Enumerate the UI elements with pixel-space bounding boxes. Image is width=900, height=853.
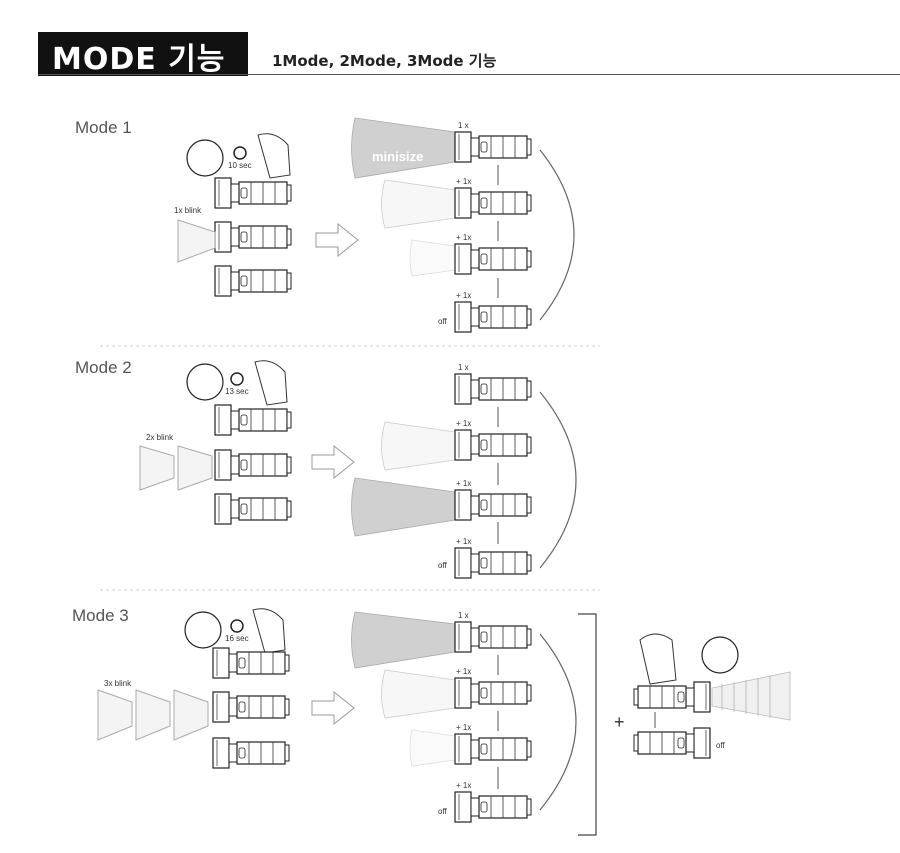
hand-icon [254, 360, 288, 406]
clock-icon [233, 146, 247, 160]
mode-1-blink: 1x blink [174, 206, 202, 215]
step-next: + 1x [456, 781, 471, 790]
step-off: off [438, 807, 448, 816]
step-next: + 1x [456, 479, 471, 488]
clock-icon [230, 372, 244, 386]
strobe-beam-icon [711, 671, 791, 721]
clock-icon [230, 619, 244, 633]
beam-mid-icon [381, 669, 456, 719]
beam-high-icon [351, 117, 456, 179]
mode-2-timer: 13 sec [225, 387, 249, 396]
page-subtitle: 1Mode, 2Mode, 3Mode 기능 [272, 52, 497, 70]
flashlight-icon [454, 187, 532, 219]
flashlight-icon [454, 243, 532, 275]
flashlight-icon [633, 727, 711, 759]
step-next: + 1x [456, 723, 471, 732]
beam-mid-icon [381, 179, 456, 229]
mode-2-label: Mode 2 [75, 358, 132, 377]
mode-1-timer: 10 sec [228, 161, 252, 170]
beam-low-icon [409, 729, 456, 767]
flashlight-icon [454, 733, 532, 765]
cycle-arrow-icon [539, 149, 575, 321]
blink-beam-icon [97, 689, 133, 741]
flashlight-icon [454, 621, 532, 653]
step-next: + 1x [456, 291, 471, 300]
flashlight-icon [454, 547, 532, 579]
switch-zoom-icon [701, 636, 739, 674]
flashlight-icon [214, 221, 292, 253]
step-next: + 1x [456, 537, 471, 546]
cycle-arrow-icon [539, 391, 577, 569]
flashlight-icon [212, 691, 290, 723]
step-next: + 1x [456, 667, 471, 676]
blink-beam-icon [173, 689, 209, 741]
step-first: 1 x [458, 121, 469, 130]
step-next: + 1x [456, 233, 471, 242]
mode-3-timer: 16 sec [225, 634, 249, 643]
beam-mid-icon [381, 421, 456, 471]
hand-icon [639, 633, 677, 685]
mode-3-label: Mode 3 [72, 606, 129, 625]
flashlight-icon [214, 265, 292, 297]
hand-icon [252, 608, 286, 654]
arrow-right-icon [311, 444, 355, 480]
flashlight-icon [454, 429, 532, 461]
switch-zoom-icon [186, 363, 224, 401]
watermark: minisize [372, 149, 423, 164]
extra-off: off [716, 741, 726, 750]
blink-beam-icon [139, 445, 175, 491]
header-bar [38, 32, 248, 76]
flashlight-icon [214, 177, 292, 209]
header-divider [38, 74, 900, 75]
flashlight-icon [454, 677, 532, 709]
blink-beam-icon [177, 219, 216, 263]
flashlight-icon [454, 131, 532, 163]
hand-icon [257, 133, 291, 179]
flashlight-icon [214, 404, 292, 436]
blink-beam-icon [135, 689, 171, 741]
switch-zoom-icon [186, 139, 224, 177]
flashlight-icon [212, 647, 290, 679]
switch-zoom-icon [184, 611, 222, 649]
arrow-right-icon [311, 690, 355, 726]
flashlight-icon [454, 489, 532, 521]
page-title: MODE 기능 [52, 42, 226, 77]
mode-3-blink: 3x blink [104, 679, 132, 688]
mode-1-label: Mode 1 [75, 118, 132, 137]
flashlight-icon [212, 737, 290, 769]
beam-high-icon [351, 611, 456, 669]
mode-2-blink: 2x blink [146, 433, 174, 442]
flashlight-icon [633, 681, 711, 713]
cycle-arrow-icon [539, 633, 577, 811]
step-next: + 1x [456, 177, 471, 186]
flashlight-icon [454, 301, 532, 333]
step-first: 1 x [458, 363, 469, 372]
beam-low-icon [409, 239, 456, 277]
flashlight-icon [214, 493, 292, 525]
flashlight-icon [454, 791, 532, 823]
bracket [578, 613, 597, 836]
plus-sign: + [614, 712, 625, 732]
step-off: off [438, 561, 448, 570]
beam-high-icon [351, 477, 456, 537]
flashlight-icon [214, 449, 292, 481]
flashlight-icon [454, 373, 532, 405]
step-next: + 1x [456, 419, 471, 428]
step-first: 1 x [458, 611, 469, 620]
arrow-right-icon [315, 222, 359, 258]
blink-beam-icon [177, 445, 213, 491]
step-off: off [438, 317, 448, 326]
